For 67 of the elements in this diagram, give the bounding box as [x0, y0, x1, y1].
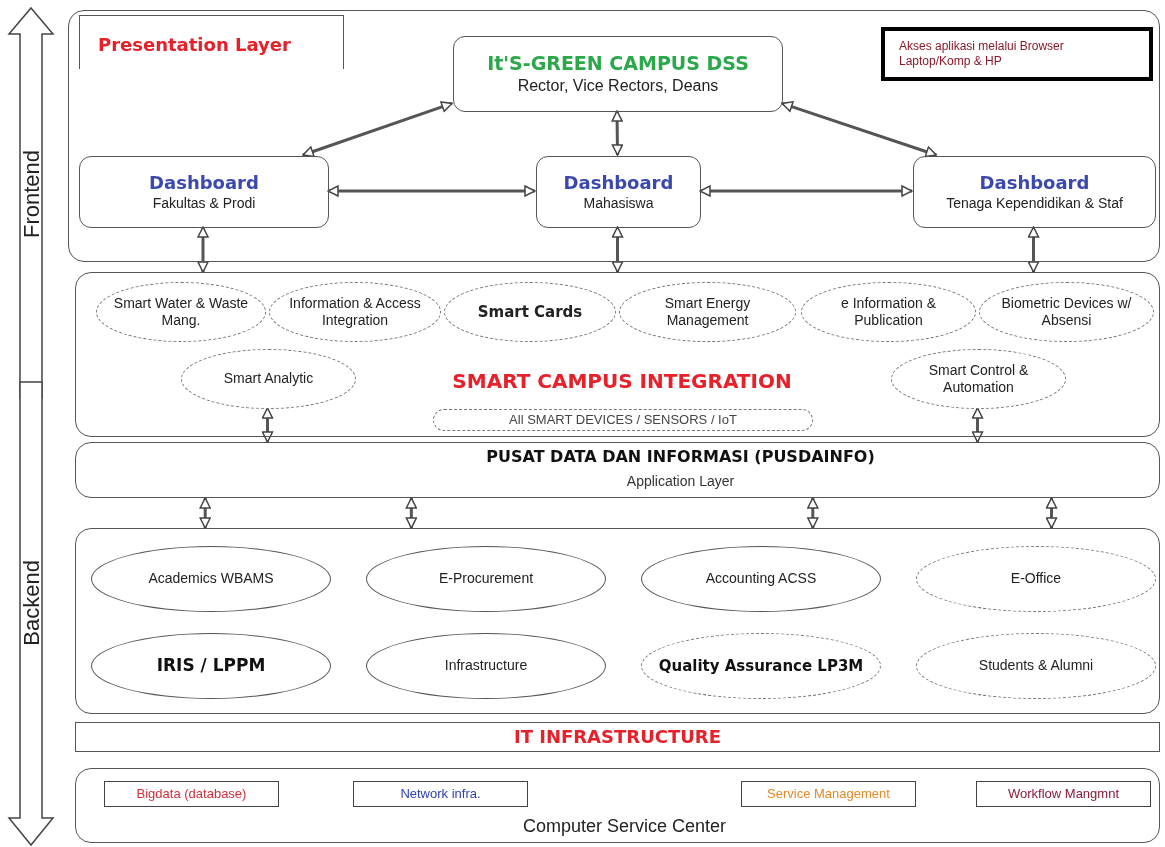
node-label: Information & Access Integration [288, 294, 422, 330]
rect-box [104, 781, 279, 807]
node-label: E-Office [1009, 570, 1063, 588]
node-label: e Information & Publication [840, 294, 937, 330]
node-label: Mahasiswa [582, 194, 655, 212]
rounded-box [536, 156, 701, 228]
double-arrow [611, 226, 624, 273]
rounded-box [79, 156, 329, 228]
node-label: Biometric Devices w/ Absensi [1000, 294, 1133, 330]
node-label: Smart Control & Automation [927, 361, 1030, 397]
double-arrow [1027, 226, 1040, 273]
rounded-box [453, 36, 783, 112]
node-label: Smart Analytic [222, 370, 315, 388]
rect-box [741, 781, 916, 807]
double-arrow [1045, 497, 1058, 529]
layer-title: PUSAT DATA DAN INFORMASI (PUSDAINFO) [485, 447, 876, 467]
rounded-box [913, 156, 1156, 228]
node-label: Students & Alumni [977, 657, 1095, 675]
node-title: Dashboard [562, 172, 675, 195]
node-label: Akses aplikasi melalui Browser Laptop/Komp & HP [898, 39, 1065, 69]
double-arrow [971, 407, 984, 443]
double-arrow [199, 497, 211, 529]
node-label: Workflow Mangmnt [1007, 785, 1120, 803]
layer-title: Presentation Layer [79, 15, 344, 69]
node-label: Smart Water & Waste Mang. [112, 294, 250, 330]
layer-panel [75, 272, 1160, 437]
double-arrow [611, 110, 624, 156]
node-title: It'S-GREEN CAMPUS DSS [486, 52, 750, 76]
side-label: Backend [19, 560, 45, 646]
layer-title: SMART CAMPUS INTEGRATION [451, 369, 793, 394]
node-label: Fakultas & Prodi [151, 194, 257, 212]
double-arrow [781, 101, 938, 158]
node-label: Academics WBAMS [147, 570, 275, 588]
node-label: IRIS / LPPM [155, 655, 267, 677]
double-arrow [197, 226, 209, 273]
node-title: Dashboard [978, 172, 1091, 195]
node-label: Accounting ACSS [704, 570, 818, 588]
note-box [881, 27, 1153, 81]
node-label: All SMART DEVICES / SENSORS / IoT [508, 411, 738, 429]
side-label: Frontend [19, 150, 45, 239]
node-label: Service Management [766, 785, 891, 803]
node-title: Dashboard [148, 172, 260, 195]
node-label: Smart Cards [476, 302, 584, 322]
node-label: Rector, Vice Rectors, Deans [516, 75, 720, 96]
double-arrow [405, 497, 418, 529]
layer-band [75, 722, 1160, 752]
double-arrow [261, 407, 274, 443]
node-label: Quality Assurance LP3M [657, 656, 865, 676]
layer-panel [75, 528, 1160, 714]
double-arrow [327, 185, 536, 197]
double-arrow [699, 185, 913, 197]
layer-panel [75, 442, 1160, 498]
layer-title: Computer Service Center [521, 815, 728, 838]
layer-panel [75, 768, 1160, 843]
node-label: Smart Energy Management [663, 294, 752, 330]
node-label: Infrastructure [443, 657, 529, 675]
layer-panel [68, 10, 1160, 262]
node-label: Network infra. [399, 785, 482, 803]
node-label: E-Procurement [437, 570, 535, 588]
node-label: Tenaga Kependidikan & Staf [945, 194, 1124, 212]
double-arrow [302, 101, 453, 158]
double-arrow [807, 497, 819, 529]
layer-title: Application Layer [625, 473, 736, 491]
rect-box [353, 781, 528, 807]
rect-box [976, 781, 1151, 807]
layer-title: IT INFRASTRUCTURE [512, 725, 723, 749]
node-label: Bigdata (database) [135, 785, 248, 803]
